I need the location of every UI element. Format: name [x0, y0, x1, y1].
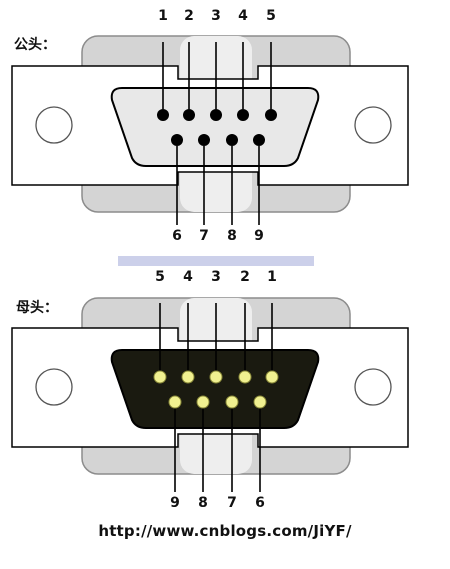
section-divider	[118, 256, 314, 266]
female-pin-4	[181, 370, 195, 384]
female-pin-1	[265, 370, 279, 384]
female-pin-3	[209, 370, 223, 384]
male-pin-5	[265, 109, 277, 121]
female-pin-label-6: 6	[255, 495, 265, 511]
female-pin-label-3: 3	[211, 269, 221, 285]
source-url: http://www.cnblogs.com/JiYF/	[98, 522, 352, 540]
female-connector-label: 母头：	[16, 300, 58, 316]
female-pin-2	[238, 370, 252, 384]
male-pin-label-1: 1	[158, 8, 168, 24]
male-pin-label-9: 9	[254, 228, 264, 244]
male-mount-hole-left	[35, 106, 73, 144]
male-pin-label-7: 7	[199, 228, 209, 244]
male-d-face	[110, 87, 320, 167]
male-pin-label-5: 5	[266, 8, 276, 24]
female-pin-label-4: 4	[183, 269, 193, 285]
male-pin-3	[210, 109, 222, 121]
female-pin-label-7: 7	[227, 495, 237, 511]
male-pin-2	[183, 109, 195, 121]
male-connector-label: 公头：	[14, 37, 56, 53]
female-pin-label-5: 5	[155, 269, 165, 285]
male-pin-6	[171, 134, 183, 146]
male-mount-hole-right	[354, 106, 392, 144]
female-mount-hole-left	[35, 368, 73, 406]
female-pin-7	[225, 395, 239, 409]
male-pin-1	[157, 109, 169, 121]
male-pin-7	[198, 134, 210, 146]
female-pin-label-1: 1	[267, 269, 277, 285]
male-pin-4	[237, 109, 249, 121]
male-pin-9	[253, 134, 265, 146]
female-pin-label-9: 9	[170, 495, 180, 511]
female-d-face	[110, 349, 320, 429]
male-pin-8	[226, 134, 238, 146]
female-pin-label-8: 8	[198, 495, 208, 511]
female-pin-9	[168, 395, 182, 409]
female-connector: 5 4 3 2 1 9 8 7 6	[11, 269, 409, 511]
male-pin-label-6: 6	[172, 228, 182, 244]
male-pin-label-3: 3	[211, 8, 221, 24]
female-pin-6	[253, 395, 267, 409]
female-pin-8	[196, 395, 210, 409]
male-pin-label-8: 8	[227, 228, 237, 244]
female-pin-5	[153, 370, 167, 384]
female-pin-label-2: 2	[240, 269, 250, 285]
male-pin-label-2: 2	[184, 8, 194, 24]
male-pin-label-4: 4	[238, 8, 248, 24]
female-mount-hole-right	[354, 368, 392, 406]
